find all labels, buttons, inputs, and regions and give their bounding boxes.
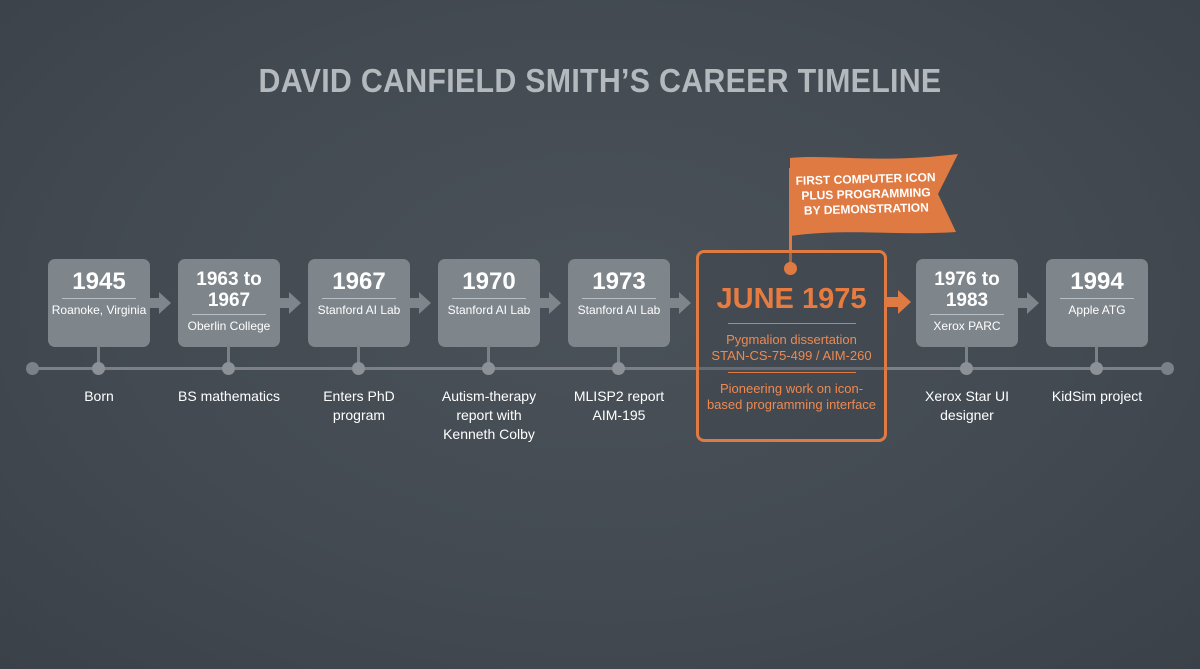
milestone-place: Stanford AI Lab [447,303,531,317]
milestone-place: Apple ATG [1068,303,1126,317]
arrow-stem [540,298,550,308]
arrow-stem [1018,298,1028,308]
arrow-right-icon [159,292,171,314]
milestone-card-1970: 1970 Stanford AI Lab [438,259,540,347]
timeline-dot [960,362,973,375]
timeline-dot [1090,362,1103,375]
milestone-card-1945: 1945 Roanoke, Virginia [48,259,150,347]
banner-flag-icon [790,154,958,236]
milestone-year: 1945 [72,268,126,295]
highlight-event: Pioneering work on icon- based programmi… [706,381,877,412]
highlight-year: JUNE 1975 [716,283,867,315]
milestone-year: 1976 to 1983 [934,269,1000,311]
card-divider [727,323,856,324]
milestone-place: Roanoke, Virginia [51,303,147,317]
milestone-event: Autism-therapy report with Kenneth Colby [441,388,537,442]
timeline-axis [32,367,1168,370]
milestone-event: Born [84,388,114,404]
milestone-connector [617,345,620,365]
milestone-place: Stanford AI Lab [317,303,401,317]
milestone-event: Xerox Star UI designer [924,388,1010,423]
milestone-connector [97,345,100,365]
timeline-end-dot [1161,362,1174,375]
milestone-year: 1967 [332,268,386,295]
milestone-card-1994: 1994 Apple ATG [1046,259,1148,347]
milestone-connector [965,345,968,365]
arrow-right-icon [549,292,561,314]
arrow-right-icon [1027,292,1039,314]
card-divider [62,298,136,299]
milestone-year: 1970 [462,268,516,295]
card-divider [192,314,266,315]
milestone-connector [357,345,360,365]
card-divider [582,298,656,299]
milestone-card-1976-1983: 1976 to 1983 Xerox PARC [916,259,1018,347]
milestone-connector [487,345,490,365]
milestone-card-1973: 1973 Stanford AI Lab [568,259,670,347]
timeline-dot [482,362,495,375]
highlight-detail: Pygmalion dissertation STAN-CS-75-499 / … [711,332,872,363]
milestone-card-1967: 1967 Stanford AI Lab [308,259,410,347]
arrow-stem [280,298,290,308]
card-divider [727,372,856,373]
milestone-event: Enters PhD program [323,388,395,423]
milestone-year: 1973 [592,268,646,295]
arrow-right-icon [679,292,691,314]
arrow-stem [887,297,899,307]
arrow-right-icon [289,292,301,314]
milestone-year: 1963 to 1967 [196,269,262,311]
flag-label: FIRST COMPUTER ICON PLUS PROGRAMMING BY … [795,170,936,218]
milestone-connector [1095,345,1098,365]
milestone-place: Xerox PARC [933,319,1001,333]
milestone-year: 1994 [1070,268,1124,295]
card-divider [322,298,396,299]
milestone-connector [227,345,230,365]
arrow-stem [150,298,160,308]
milestone-event: MLISP2 report AIM-195 [573,388,665,423]
flag-anchor-dot [784,262,797,275]
timeline-dot [612,362,625,375]
timeline-dot [352,362,365,375]
highlight-card-june-1975: JUNE 1975 Pygmalion dissertation STAN-CS… [696,250,887,442]
arrow-right-icon [419,292,431,314]
milestone-place: Stanford AI Lab [577,303,661,317]
milestone-card-1963-1967: 1963 to 1967 Oberlin College [178,259,280,347]
milestone-place: Oberlin College [187,319,271,333]
milestone-event: BS mathematics [178,388,280,404]
timeline-start-dot [26,362,39,375]
milestone-event: KidSim project [1051,388,1143,404]
timeline-dot [222,362,235,375]
card-divider [930,314,1004,315]
arrow-right-icon [898,290,911,314]
card-divider [1060,298,1134,299]
arrow-stem [670,298,680,308]
arrow-stem [410,298,420,308]
timeline-dot [92,362,105,375]
page-title: DAVID CANFIELD SMITH’S CAREER TIMELINE [258,62,942,99]
card-divider [452,298,526,299]
